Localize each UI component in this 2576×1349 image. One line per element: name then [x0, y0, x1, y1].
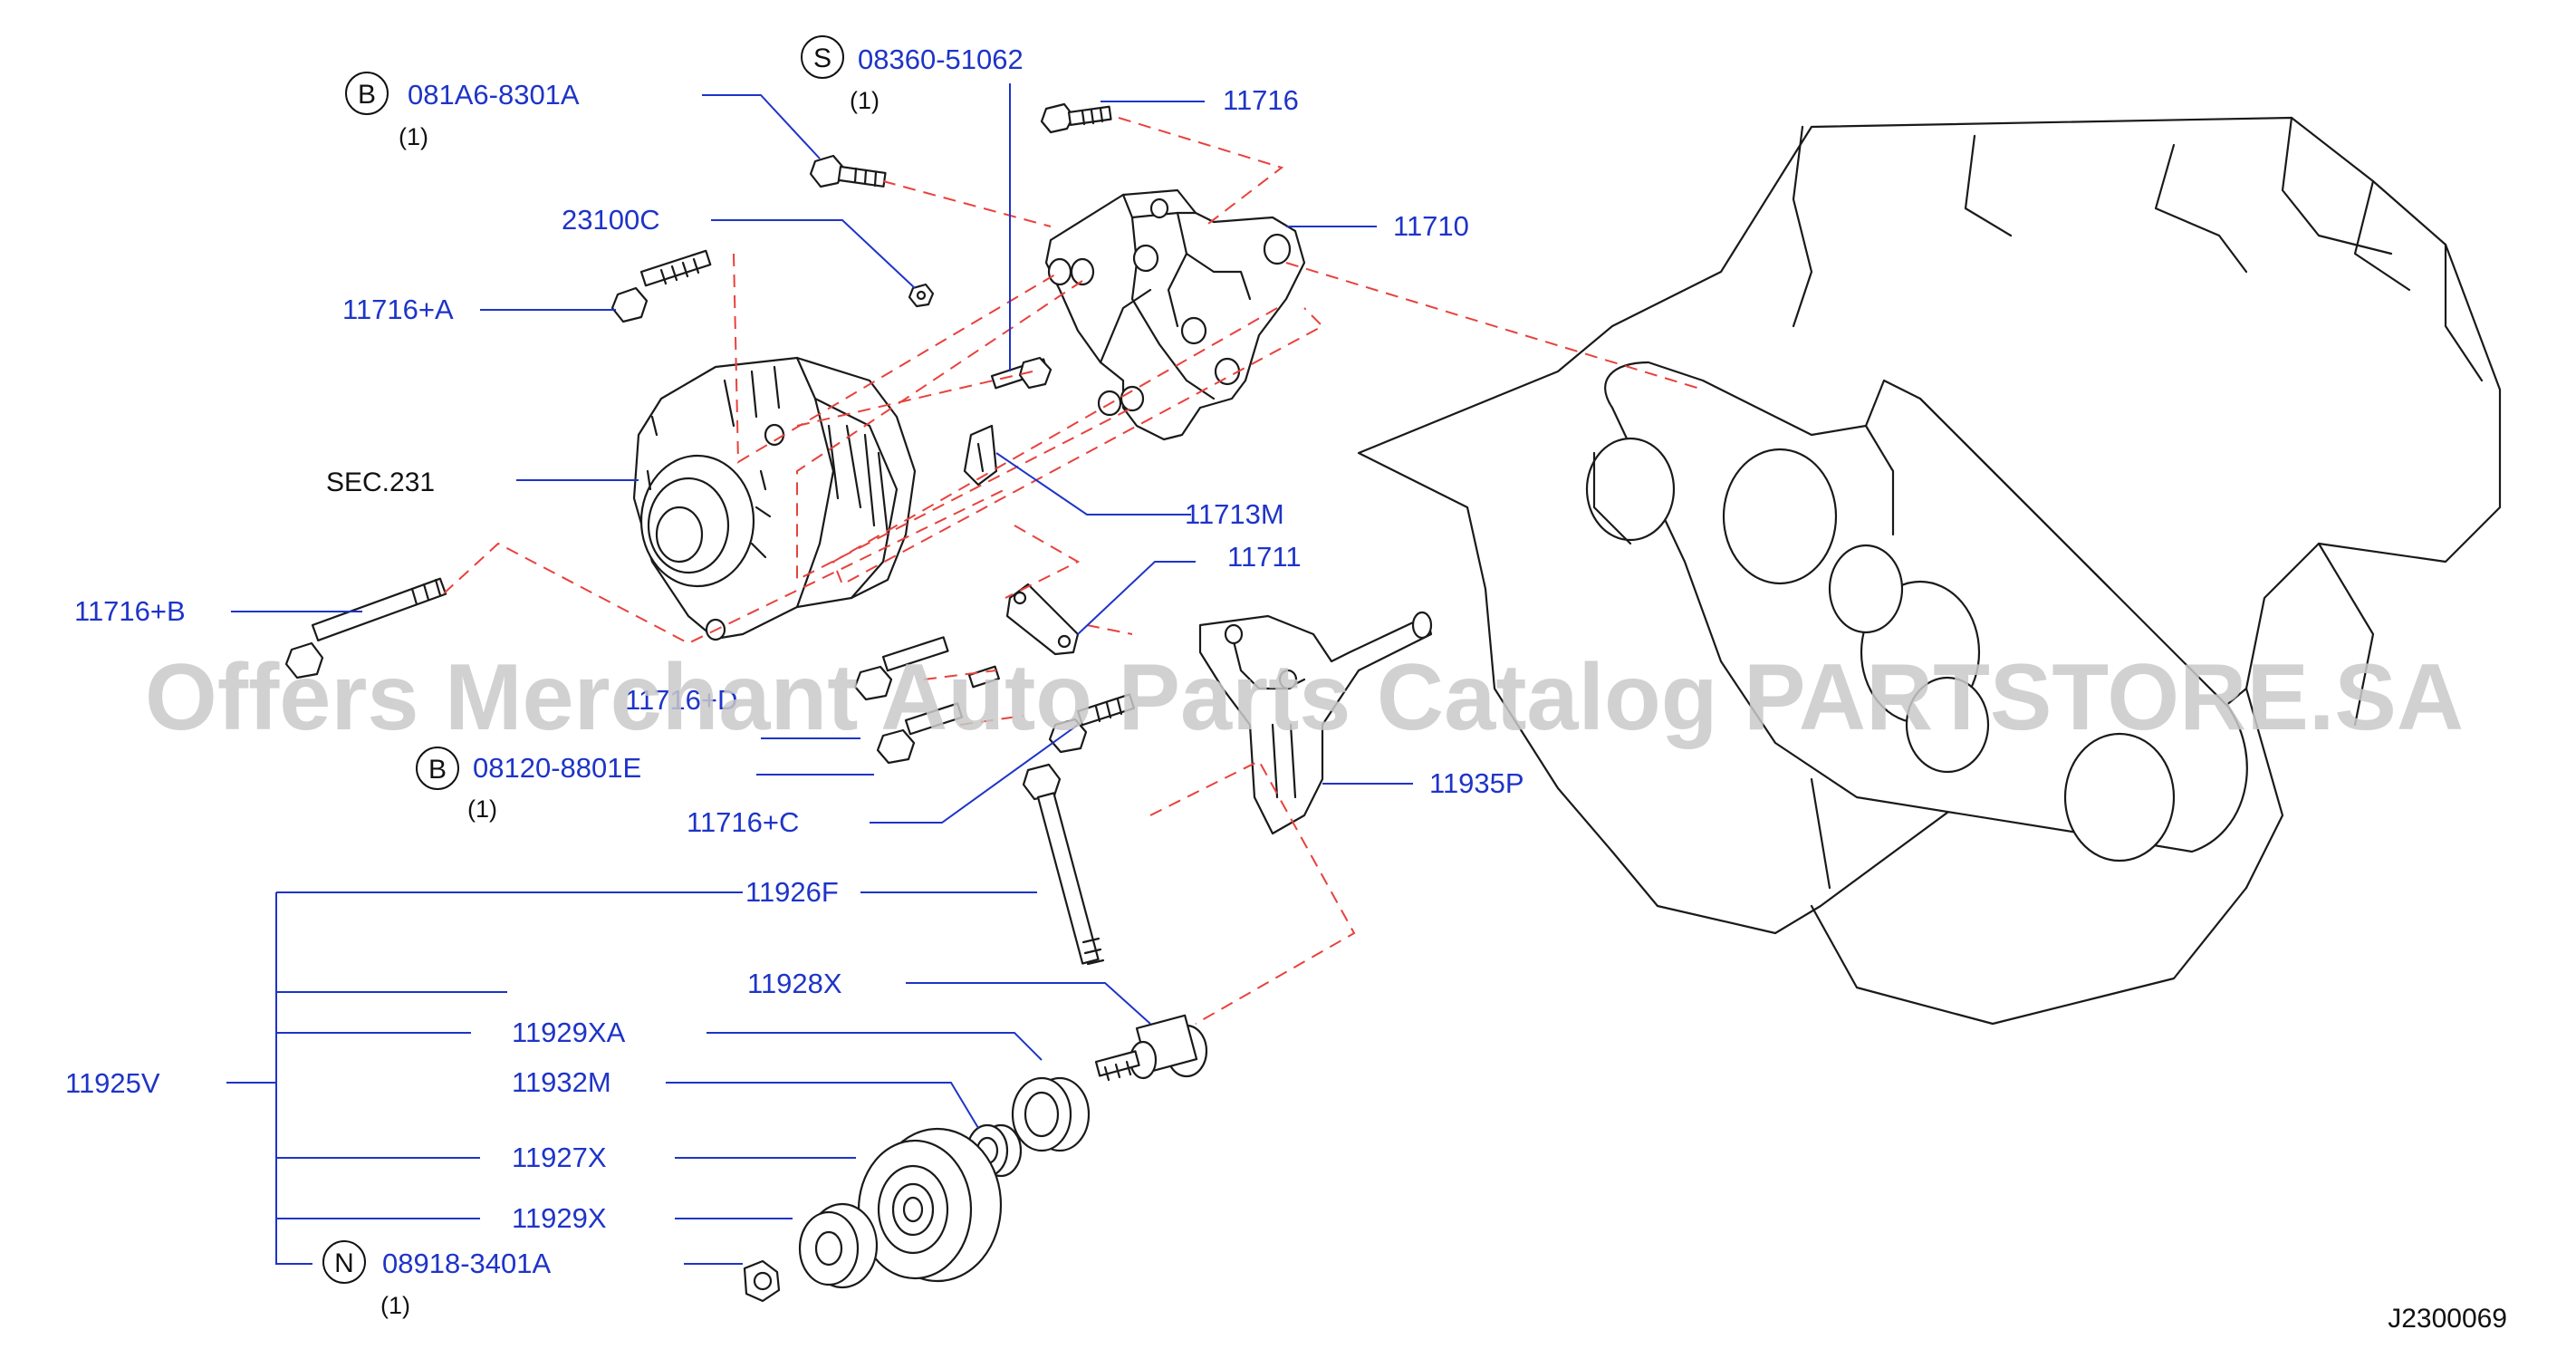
part-label-11713m[interactable]: 11713M: [1185, 498, 1284, 530]
nut-08918-3401a: [743, 1259, 781, 1303]
part-label-11716-c[interactable]: 11716+C: [687, 806, 799, 838]
tensioner-bracket-drawing: [1198, 611, 1433, 835]
part-label-11932m[interactable]: 11932M: [512, 1066, 611, 1098]
qty-08120-8801e: (1): [467, 795, 497, 823]
part-label-11716[interactable]: 11716: [1223, 84, 1299, 116]
bolt-081a6-8301a: [809, 154, 887, 188]
callout-symbol-b-08120: B: [416, 747, 459, 790]
stud-11928x: [1094, 1014, 1208, 1082]
idler-pulley-11927x: [857, 1127, 1003, 1283]
part-label-11935p[interactable]: 11935P: [1429, 767, 1524, 799]
part-label-08360-51062[interactable]: 08360-51062: [858, 43, 1024, 75]
alternator-bracket-drawing: [1044, 188, 1306, 441]
callout-symbol-b-081a6: B: [345, 72, 389, 115]
part-label-11928x[interactable]: 11928X: [747, 968, 842, 999]
part-label-11929x[interactable]: 11929X: [512, 1202, 607, 1234]
bolt-11716: [1040, 102, 1112, 134]
alternator-drawing: [632, 356, 917, 641]
part-label-11716-a[interactable]: 11716+A: [342, 294, 454, 325]
plate-11711: [1005, 583, 1080, 656]
part-label-11716-d[interactable]: 11716+D: [625, 684, 737, 716]
callout-symbol-s-08360: S: [801, 35, 844, 79]
part-label-23100c[interactable]: 23100C: [562, 204, 660, 236]
part-label-11925v[interactable]: 11925V: [65, 1067, 160, 1099]
washer-11929x: [798, 1202, 879, 1289]
part-label-11711[interactable]: 11711: [1227, 541, 1302, 573]
qty-08360-51062: (1): [850, 87, 879, 114]
bolt-11716-b: [284, 577, 447, 679]
part-label-11926f[interactable]: 11926F: [745, 876, 839, 908]
part-label-11716-b[interactable]: 11716+B: [74, 595, 186, 627]
qty-08918-3401a: (1): [380, 1292, 410, 1319]
clip-11713m: [963, 424, 998, 487]
nut-23100c: [908, 283, 935, 308]
spacer-11929xa: [1011, 1076, 1091, 1152]
dashed-assembly-guides: [443, 117, 1704, 1025]
section-ref-label[interactable]: SEC.231: [326, 467, 435, 497]
watermark-text: Offers Merchant Auto Parts Catalog PARTS…: [145, 645, 2464, 750]
callout-symbol-n-08918: N: [322, 1240, 366, 1284]
svg-text:B: B: [358, 80, 376, 110]
bolt-11716-c: [1048, 693, 1136, 754]
leader-lines: [226, 83, 1413, 1265]
svg-text:B: B: [428, 755, 447, 785]
bolt-11716-a: [610, 249, 712, 323]
engine-block-drawing: [1357, 116, 2502, 1026]
svg-text:S: S: [813, 43, 831, 73]
bolt-08120-8801e: [876, 702, 964, 765]
part-label-11927x[interactable]: 11927X: [512, 1142, 607, 1173]
stud-08360-51062: [990, 356, 1053, 390]
bolt-11926f: [1022, 763, 1105, 966]
diagram-code: J2300069: [2388, 1304, 2507, 1334]
qty-081a6-8301a: (1): [399, 123, 428, 150]
part-label-08120-8801e[interactable]: 08120-8801E: [473, 752, 641, 784]
part-label-08918-3401a[interactable]: 08918-3401A: [382, 1248, 551, 1279]
part-label-081a6-8301a[interactable]: 081A6-8301A: [408, 79, 580, 111]
part-label-11710[interactable]: 11710: [1393, 210, 1469, 242]
svg-text:N: N: [334, 1248, 354, 1278]
part-label-11929xa[interactable]: 11929XA: [512, 1017, 626, 1048]
